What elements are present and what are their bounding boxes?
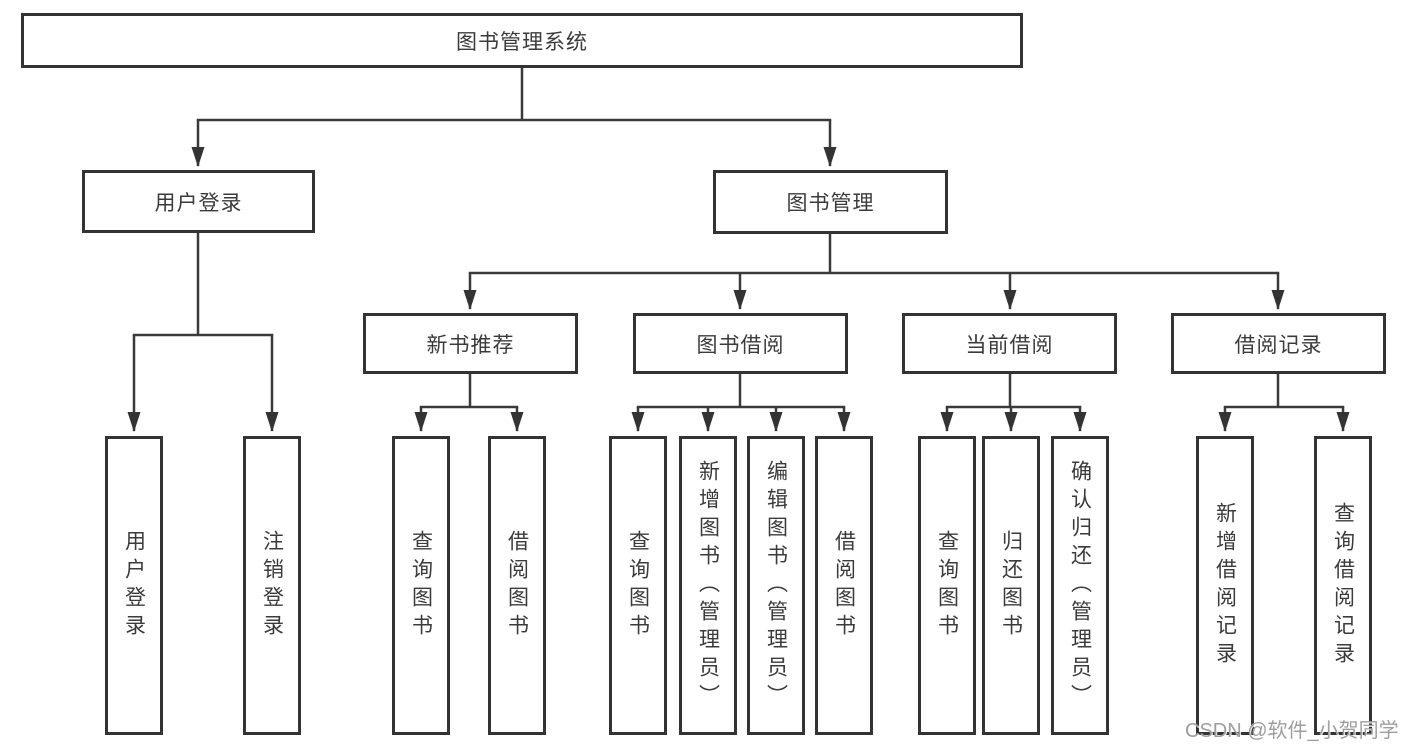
node-label: 查询图书 [409, 529, 433, 642]
connector-user-login-to-leaves [127, 233, 279, 432]
leaf-logout: 注销登录 [243, 436, 301, 735]
node-label: 新增借阅记录 [1213, 501, 1237, 670]
csdn-watermark: CSDN @软件_小贺同学 [1185, 720, 1399, 742]
node-label: 确认归还（管理员） [1068, 459, 1092, 712]
leaf-add-books-admin: 新增图书（管理员） [679, 436, 737, 735]
connector-borrowing-records-to-leaves [1218, 374, 1350, 432]
node-label: 归还图书 [999, 529, 1023, 642]
leaf-borrow-books: 借阅图书 [815, 436, 873, 735]
connector-book-borrowing-to-leaves [631, 374, 851, 432]
node-label: 借阅图书 [505, 529, 529, 642]
node-current-borrowing: 当前借阅 [902, 313, 1117, 374]
node-label: 新增图书（管理员） [696, 459, 720, 712]
node-label: 用户登录 [122, 529, 146, 642]
connector-book-management-to-level3 [463, 234, 1285, 310]
connector-new-book-recommendation-to-leaves [414, 374, 524, 432]
node-label: 编辑图书（管理员） [764, 459, 788, 712]
node-label: 查询借阅记录 [1331, 501, 1355, 670]
node-borrowing-records: 借阅记录 [1171, 313, 1386, 374]
leaf-query-books-recommendation: 查询图书 [392, 436, 450, 735]
node-book-borrowing: 图书借阅 [633, 313, 848, 374]
node-label: 查询图书 [626, 529, 650, 642]
node-label: 查询图书 [935, 529, 959, 642]
node-user-login: 用户登录 [82, 170, 315, 233]
node-label: 注销登录 [260, 529, 284, 642]
leaf-confirm-return-admin: 确认归还（管理员） [1051, 436, 1109, 735]
node-label: 用户登录 [154, 191, 243, 215]
node-label: 借阅记录 [1234, 333, 1323, 357]
leaf-edit-books-admin: 编辑图书（管理员） [747, 436, 805, 735]
node-label: 图书管理系统 [456, 30, 588, 54]
leaf-return-books: 归还图书 [982, 436, 1040, 735]
node-label: 图书借阅 [696, 333, 785, 357]
node-label: 新书推荐 [426, 333, 515, 357]
connector-current-borrowing-to-leaves [940, 374, 1087, 432]
leaf-query-books-current: 查询图书 [918, 436, 976, 735]
node-new-book-recommendation: 新书推荐 [363, 313, 578, 374]
node-library-management-system: 图书管理系统 [21, 13, 1023, 68]
node-label: 当前借阅 [965, 333, 1054, 357]
node-label: 借阅图书 [832, 529, 856, 642]
leaf-query-borrowing-record: 查询借阅记录 [1314, 436, 1372, 735]
node-book-management: 图书管理 [713, 170, 948, 234]
leaf-add-borrowing-record: 新增借阅记录 [1196, 436, 1254, 735]
leaf-user-login: 用户登录 [105, 436, 163, 735]
leaf-query-books-borrowing: 查询图书 [609, 436, 667, 735]
leaf-borrow-books-recommendation: 借阅图书 [488, 436, 546, 735]
connector-root-to-level2 [191, 68, 837, 167]
node-label: 图书管理 [786, 192, 875, 215]
